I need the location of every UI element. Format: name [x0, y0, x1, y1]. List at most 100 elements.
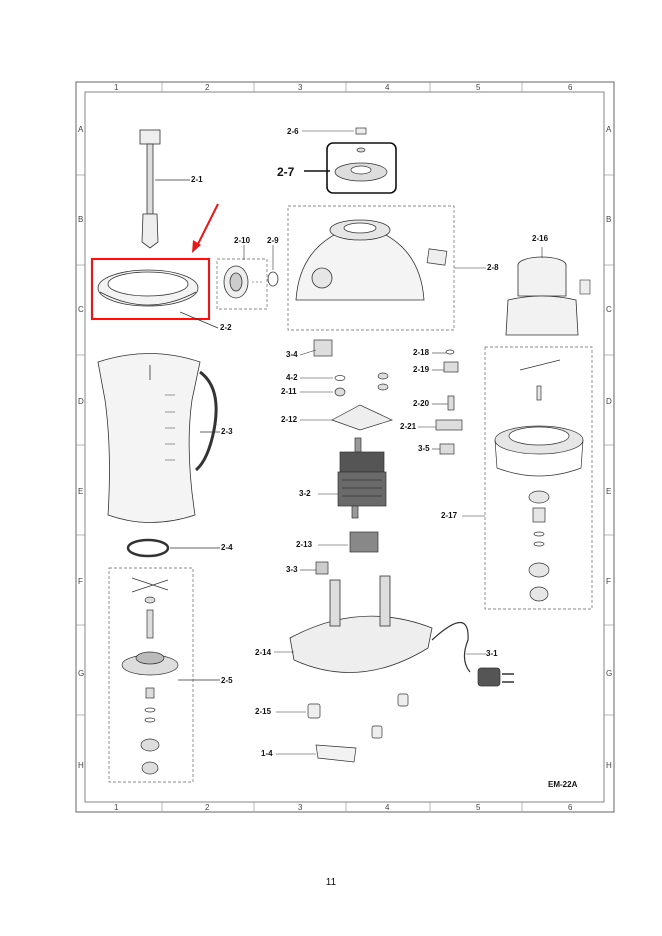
part-2-7-callout-box [326, 142, 397, 194]
label-3-4: 3-4 [286, 350, 298, 359]
part-3-1-plug [477, 667, 514, 687]
label-2-10: 2-10 [234, 236, 251, 245]
label-2-7: 2-7 [277, 165, 295, 179]
part-2-8-label [426, 248, 448, 266]
part-2-16-tab [579, 279, 591, 295]
part-2-1-spatula [139, 129, 161, 249]
col-label-1-bottom: 1 [114, 803, 119, 812]
label-2-11: 2-11 [281, 387, 297, 396]
highlight-arrowhead [192, 240, 201, 253]
highlight-arrow-shaft [195, 203, 219, 249]
col-label-2: 2 [205, 83, 210, 92]
label-2-15: 2-15 [255, 707, 272, 716]
base-feet [307, 693, 409, 739]
label-2-4: 2-4 [221, 543, 233, 552]
row-label-d: D [78, 397, 84, 406]
model-number: EM-22A [548, 780, 578, 789]
part-2-2-lid [97, 269, 199, 307]
col-label-6-bottom: 6 [568, 803, 573, 812]
label-4-2: 4-2 [286, 373, 298, 382]
grid-ticks [76, 82, 614, 812]
label-2-9: 2-9 [267, 236, 279, 245]
col-label-2-bottom: 2 [205, 803, 210, 812]
part-2-7-coupling [334, 147, 388, 182]
part-2-19 [443, 361, 459, 373]
part-2-16-cup [505, 256, 579, 336]
row-label-h: H [78, 761, 84, 770]
part-2-12 [331, 404, 393, 431]
row-label-f-right: F [606, 577, 611, 586]
row-label-b-right: B [606, 215, 612, 224]
inner-frame [84, 91, 605, 803]
part-3-4 [313, 339, 333, 357]
label-2-2: 2-2 [220, 323, 232, 332]
label-2-5: 2-5 [221, 676, 233, 685]
col-label-3-bottom: 3 [298, 803, 303, 812]
label-2-6: 2-6 [287, 127, 299, 136]
label-3-3: 3-3 [286, 565, 298, 574]
col-label-4-bottom: 4 [385, 803, 390, 812]
row-label-e-right: E [606, 487, 612, 496]
col-label-1: 1 [114, 83, 119, 92]
label-2-1: 2-1 [191, 175, 203, 184]
outer-frame [75, 81, 615, 813]
part-2-13 [349, 531, 379, 553]
part-3-3 [315, 561, 329, 575]
row-label-g-right: G [606, 669, 613, 678]
part-2-11 [334, 387, 346, 397]
part-2-20 [447, 395, 455, 411]
row-label-b: B [78, 215, 84, 224]
label-2-8: 2-8 [487, 263, 499, 272]
row-label-a-right: A [606, 125, 612, 134]
label-3-5: 3-5 [418, 444, 430, 453]
row-label-d-right: D [606, 397, 612, 406]
part-3-1-cord [431, 622, 471, 673]
part-2-11b [377, 372, 389, 380]
row-label-c-right: C [606, 305, 612, 314]
center-small-parts [313, 339, 393, 431]
part-3-2-motor [337, 437, 387, 519]
highlight-box [90, 257, 211, 321]
part-2-9-ring [267, 271, 279, 287]
part-3-5 [439, 443, 455, 455]
part-2-14-base [289, 575, 433, 673]
right-small-parts [435, 349, 463, 455]
part-2-5-blade-assembly [121, 577, 179, 775]
col-label-5-bottom: 5 [476, 803, 481, 812]
part-2-3-jug [97, 353, 218, 523]
label-2-17: 2-17 [441, 511, 458, 520]
row-label-c: C [78, 305, 84, 314]
part-1-4-label [315, 744, 357, 763]
label-3-1: 3-1 [486, 649, 498, 658]
part-2-21 [435, 419, 463, 431]
label-2-13: 2-13 [296, 540, 313, 549]
part-2-10-knob [223, 265, 249, 299]
row-label-g: G [78, 669, 85, 678]
part-2-8-housing [295, 219, 425, 301]
label-2-3: 2-3 [221, 427, 233, 436]
part-2-4-gasket [126, 538, 170, 558]
label-2-20: 2-20 [413, 399, 430, 408]
row-label-h-right: H [606, 761, 612, 770]
part-2-15 [307, 703, 321, 719]
label-2-18: 2-18 [413, 348, 430, 357]
label-1-4: 1-4 [261, 749, 273, 758]
label-2-21: 2-21 [400, 422, 417, 431]
col-label-6: 6 [568, 83, 573, 92]
label-2-14: 2-14 [255, 648, 272, 657]
jug-scale-marks [165, 394, 175, 461]
label-3-2: 3-2 [299, 489, 311, 498]
label-2-12: 2-12 [281, 415, 298, 424]
row-label-f: F [78, 577, 83, 586]
label-2-19: 2-19 [413, 365, 430, 374]
part-4-2 [334, 375, 346, 381]
row-label-a: A [78, 125, 84, 134]
label-2-16: 2-16 [532, 234, 549, 243]
part-2-6 [355, 127, 367, 135]
col-label-4: 4 [385, 83, 390, 92]
page-number: 11 [325, 877, 337, 888]
row-label-e: E [78, 487, 84, 496]
part-2-17-assembly [494, 359, 584, 602]
